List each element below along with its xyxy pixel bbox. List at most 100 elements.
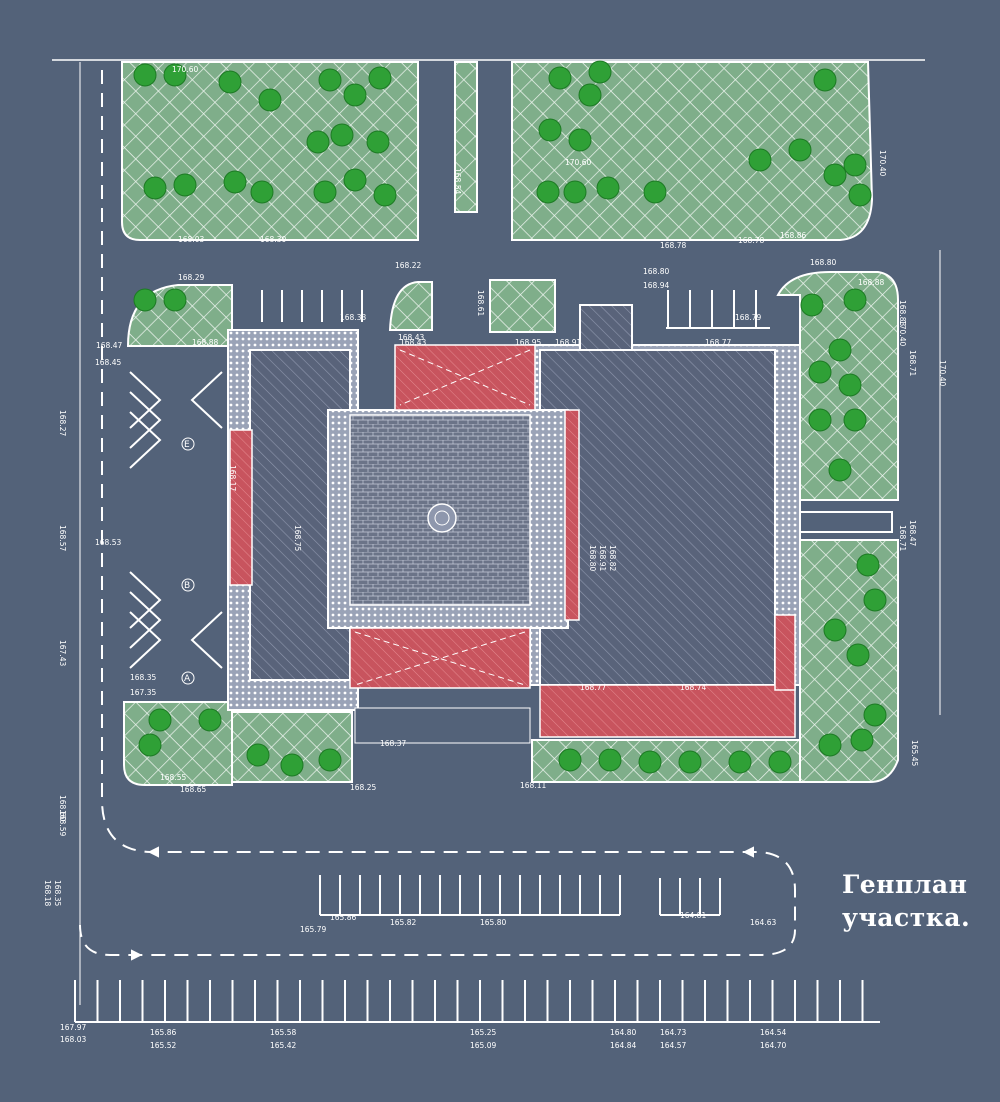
tree-mark <box>313 180 337 204</box>
site-boundary <box>52 59 941 1005</box>
elevation-label: 167.35 <box>130 688 156 697</box>
elevation-label: 168.47 <box>96 341 122 350</box>
tree-mark <box>823 618 847 642</box>
tree-mark <box>563 180 587 204</box>
tree-mark <box>330 123 354 147</box>
elevation-label: 168.78 <box>660 241 686 250</box>
elevation-label: 168.94 <box>643 281 669 290</box>
elevation-label: 165.58 <box>270 1028 296 1037</box>
tree-mark <box>856 553 880 577</box>
elevation-label: 168.80 <box>588 545 597 571</box>
tree-mark <box>133 288 157 312</box>
elevation-label: 168.86 <box>780 231 806 240</box>
elevation-label: 170.40 <box>898 320 907 346</box>
elevation-label: 170.40 <box>938 360 947 386</box>
tree-mark <box>250 180 274 204</box>
tree-mark <box>173 173 197 197</box>
tree-mark <box>848 183 872 207</box>
tree-mark <box>138 733 162 757</box>
tree-mark <box>280 753 304 777</box>
elevation-label: 164.84 <box>610 1041 636 1050</box>
elevation-label: 165.86 <box>330 913 356 922</box>
elevation-label: 164.63 <box>750 918 776 927</box>
elevation-label: 165.82 <box>390 918 416 927</box>
tree-mark <box>318 748 342 772</box>
east-connector <box>799 511 893 533</box>
driveway <box>79 70 796 961</box>
courtyard <box>349 414 531 606</box>
tree-mark <box>148 708 172 732</box>
elevation-label: 164.57 <box>660 1041 686 1050</box>
axis-markers: Е В А <box>181 437 195 685</box>
tree-mark <box>843 153 867 177</box>
elevation-label: 168.18 <box>43 880 52 906</box>
tree-mark <box>536 180 560 204</box>
elevation-label: 168.47 <box>908 520 917 546</box>
elevation-label: 168.80 <box>643 267 669 276</box>
elevation-label: 168.43 <box>398 333 424 342</box>
tree-mark <box>808 360 832 384</box>
tree-mark <box>366 130 390 154</box>
elevation-label: 168.03 <box>178 235 204 244</box>
elevation-label: 168.33 <box>340 313 366 322</box>
elevation-label: 165.52 <box>150 1041 176 1050</box>
tree-mark <box>246 743 270 767</box>
tree-mark <box>843 408 867 432</box>
elevation-label: 165.79 <box>300 925 326 934</box>
elevation-label: 164.81 <box>680 911 706 920</box>
elevation-label: 168.61 <box>476 290 485 316</box>
axis-marker-a: А <box>184 674 191 684</box>
tree-mark <box>343 168 367 192</box>
tree-mark <box>223 170 247 194</box>
entrance-steps <box>354 707 531 744</box>
elevation-label: 168.30 <box>260 235 286 244</box>
tree-mark <box>638 750 662 774</box>
elevation-label: 165.86 <box>150 1028 176 1037</box>
tree-mark <box>343 83 367 107</box>
elevation-label: 165.45 <box>910 740 919 766</box>
tree-mark <box>163 288 187 312</box>
tree-mark <box>218 70 242 94</box>
tree-mark <box>578 83 602 107</box>
elevation-label: 165.42 <box>270 1041 296 1050</box>
tree-mark <box>728 750 752 774</box>
elevation-label: 165.25 <box>470 1028 496 1037</box>
elevation-label: 168.77 <box>705 338 731 347</box>
tree-mark <box>318 68 342 92</box>
tree-mark <box>143 176 167 200</box>
elevation-label: 168.53 <box>95 538 121 547</box>
tree-mark <box>808 408 832 432</box>
tree-mark <box>163 63 187 87</box>
tree-mark <box>800 293 824 317</box>
axis-marker-v: В <box>184 581 190 591</box>
tree-mark <box>588 60 612 84</box>
elevation-label: 165.09 <box>470 1041 496 1050</box>
elevation-label: 168.71 <box>908 350 917 376</box>
tree-mark <box>850 728 874 752</box>
elevation-label: 168.45 <box>95 358 121 367</box>
elevation-label: 168.91 <box>598 545 607 571</box>
tree-mark <box>368 66 392 90</box>
elevation-label: 164.54 <box>760 1028 786 1037</box>
elevation-label: 168.78 <box>738 236 764 245</box>
trees <box>133 60 887 777</box>
tree-mark <box>748 148 772 172</box>
elevation-label: 168.71 <box>898 525 907 551</box>
tree-mark <box>843 288 867 312</box>
tree-mark <box>538 118 562 142</box>
elevation-label: 164.70 <box>760 1041 786 1050</box>
elevation-label: 168.65 <box>180 785 206 794</box>
parking-rows <box>74 875 880 1023</box>
elevation-label: 168.27 <box>58 410 67 436</box>
caption-line-2: участка. <box>842 903 971 932</box>
elevation-label: 168.74 <box>680 683 706 692</box>
parking-north <box>261 290 770 329</box>
elevation-label: 168.03 <box>60 1035 86 1044</box>
elevation-label: 167.97 <box>60 1023 86 1032</box>
elevation-label: 168.22 <box>395 261 421 270</box>
elevation-label: 170.40 <box>878 150 887 176</box>
tree-mark <box>596 176 620 200</box>
elevation-label: 168.83 <box>898 300 907 326</box>
